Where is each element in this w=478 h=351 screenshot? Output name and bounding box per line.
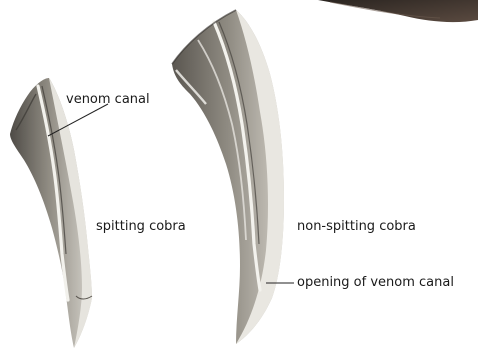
venom-canal-label: venom canal (66, 93, 150, 106)
snake-body-fragment (318, 0, 478, 22)
spitting-cobra-fang (10, 78, 92, 348)
non-spitting-cobra-label: non-spitting cobra (297, 220, 416, 233)
non-spitting-cobra-fang (172, 10, 284, 344)
opening-of-venom-canal-label: opening of venom canal (297, 276, 454, 289)
spitting-cobra-label: spitting cobra (96, 220, 186, 233)
